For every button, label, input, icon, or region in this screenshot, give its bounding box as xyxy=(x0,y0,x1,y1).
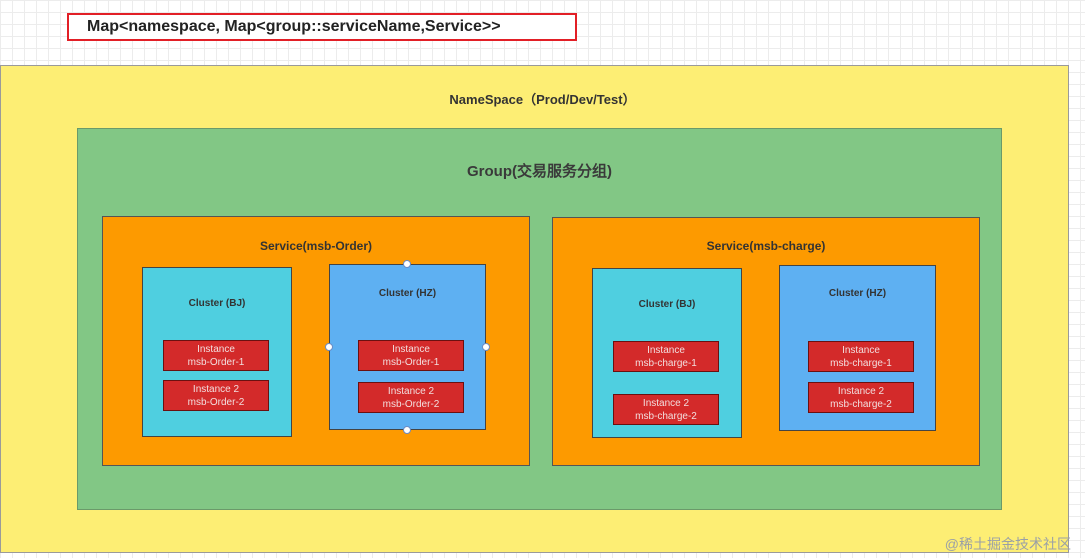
instance-id: msb-charge-2 xyxy=(830,398,892,410)
map-structure-title: Map<namespace, Map<group::serviceName,Se… xyxy=(67,13,577,41)
instance-name: Instance xyxy=(647,344,685,356)
group-label: Group(交易服务分组) xyxy=(467,163,612,180)
resize-handle-left[interactable] xyxy=(325,343,333,351)
instance-box[interactable]: Instance 2 msb-charge-2 xyxy=(613,394,719,425)
instance-id: msb-charge-1 xyxy=(830,357,892,369)
service-label: Service(msb-Order) xyxy=(259,239,373,253)
instance-name: Instance 2 xyxy=(837,385,885,397)
cluster-label: Cluster (BJ) xyxy=(188,298,246,309)
instance-box[interactable]: Instance msb-charge-1 xyxy=(808,341,914,372)
instance-id: msb-Order-2 xyxy=(382,398,440,410)
instance-name: Instance 2 xyxy=(642,397,690,409)
resize-handle-right[interactable] xyxy=(482,343,490,351)
instance-id: msb-Order-1 xyxy=(382,356,440,368)
instance-name: Instance xyxy=(197,343,235,355)
namespace-label: NameSpace（Prod/Dev/Test） xyxy=(449,92,636,107)
cluster-label: Cluster (HZ) xyxy=(378,288,437,299)
instance-name: Instance xyxy=(842,344,880,356)
instance-name: Instance 2 xyxy=(387,385,435,397)
instance-box[interactable]: Instance msb-charge-1 xyxy=(613,341,719,372)
cluster-label: Cluster (BJ) xyxy=(638,299,696,310)
instance-id: msb-Order-1 xyxy=(187,356,245,368)
resize-handle-top[interactable] xyxy=(403,260,411,268)
resize-handle-bottom[interactable] xyxy=(403,426,411,434)
instance-id: msb-charge-2 xyxy=(635,410,697,422)
watermark: @稀土掘金技术社区 xyxy=(944,536,1071,552)
instance-id: msb-charge-1 xyxy=(635,357,697,369)
cluster-label: Cluster (HZ) xyxy=(828,288,887,299)
instance-name: Instance 2 xyxy=(192,383,240,395)
instance-box[interactable]: Instance 2 msb-charge-2 xyxy=(808,382,914,413)
service-label: Service(msb-charge) xyxy=(706,239,826,253)
instance-box[interactable]: Instance msb-Order-1 xyxy=(358,340,464,371)
instance-box[interactable]: Instance msb-Order-1 xyxy=(163,340,269,371)
instance-box[interactable]: Instance 2 msb-Order-2 xyxy=(358,382,464,413)
instance-box[interactable]: Instance 2 msb-Order-2 xyxy=(163,380,269,411)
instance-name: Instance xyxy=(392,343,430,355)
instance-id: msb-Order-2 xyxy=(187,396,245,408)
